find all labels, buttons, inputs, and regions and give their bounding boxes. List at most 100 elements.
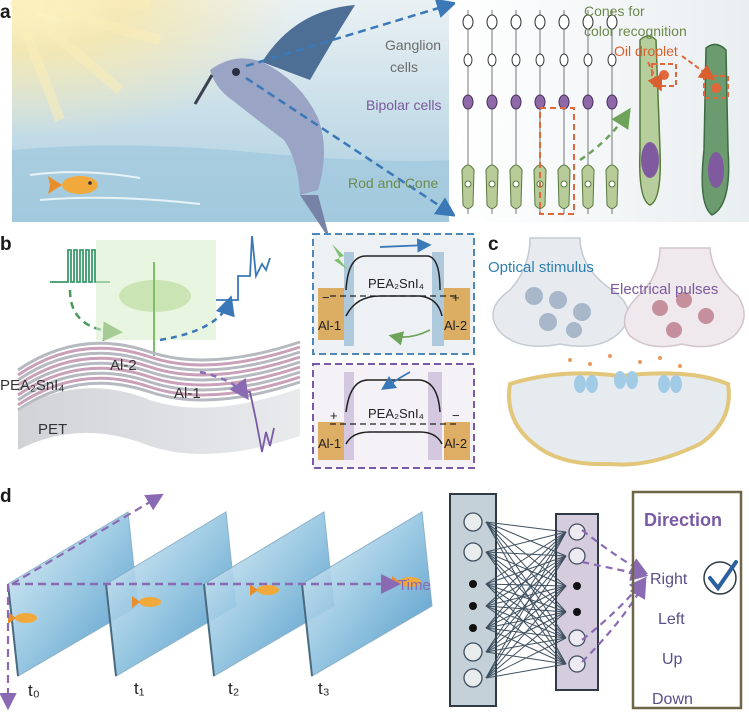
rod-nucleus (560, 180, 568, 188)
connection (485, 551, 567, 665)
device-layer (17, 380, 301, 412)
label-direction: Direction (644, 510, 722, 530)
rod-nucleus (464, 180, 472, 188)
water-ripple (29, 171, 141, 179)
bipolar-cell (510, 94, 522, 110)
connection (485, 611, 567, 629)
ganglion-cell (559, 53, 569, 67)
ganglion-cell (607, 53, 617, 67)
direction-output-box (631, 490, 743, 710)
device-layer (17, 375, 301, 407)
panel-letter-b: b (0, 234, 12, 255)
ganglion-cell (462, 14, 474, 30)
label-cones: Cones for (584, 3, 645, 19)
bipolar-cell (462, 94, 474, 110)
sign-plus: + (330, 408, 338, 423)
label-cones: color recognition (584, 23, 687, 39)
connection (485, 583, 567, 613)
label-t0: t₀ (28, 681, 40, 700)
hidden-neurons (568, 523, 586, 673)
connection (485, 531, 567, 653)
rod-nucleus (608, 180, 616, 188)
ganglion-cell (535, 53, 545, 67)
zoom-arrow (579, 107, 631, 162)
label-bipolar-cells: Bipolar cells (366, 97, 441, 113)
connection (485, 555, 567, 679)
bipolar-cell (606, 94, 618, 110)
device-layer (17, 355, 301, 387)
panel-d: d Time t₀ t₁ t₂ t₃ Direction Right Left … (0, 486, 743, 711)
connection (485, 531, 567, 679)
ganglion-cell (582, 14, 594, 30)
fish-icon (139, 597, 161, 607)
label-left: Left (658, 611, 685, 628)
hole-flow-arrow (388, 329, 431, 346)
connection (485, 531, 567, 629)
connection (485, 611, 567, 679)
ellipsis-dot (573, 582, 581, 590)
electrode-al-1-bottom (318, 422, 344, 460)
panel-letter-d: d (0, 486, 12, 507)
ellipsis-dot (469, 602, 477, 610)
pet-substrate (18, 388, 300, 454)
band-top-right: Al-2 (444, 318, 467, 333)
label-al-1: Al-1 (174, 385, 201, 402)
check-circle-icon (703, 560, 738, 595)
electron-injection-arrow (381, 371, 411, 390)
oil-droplet-arrow (681, 55, 716, 81)
hidden-neuron (568, 547, 586, 565)
retina-background (455, 0, 749, 222)
ganglion-cell (606, 14, 618, 30)
fish-tail (250, 584, 258, 596)
electrode-al-2-top (444, 288, 470, 340)
fish-tail (8, 612, 16, 624)
bipolar-cell (534, 94, 546, 110)
ganglion-cell (511, 53, 521, 67)
ganglion-cell (583, 53, 593, 67)
neurotransmitters (568, 354, 682, 368)
ellipsis-dot (469, 624, 477, 632)
network-connections (485, 521, 567, 679)
input-neuron (463, 542, 483, 562)
hidden-neuron (568, 655, 586, 673)
oil-droplet-marker (659, 70, 669, 80)
connection (485, 627, 567, 665)
band-bottom-left: Al-1 (318, 436, 341, 451)
device-layer (17, 350, 301, 382)
connection (485, 585, 567, 653)
diagonal-axis-arrow (11, 493, 164, 585)
connection (485, 663, 567, 679)
valence-band-bottom (345, 431, 443, 445)
rod-nucleus (488, 180, 496, 188)
output-arrows (581, 529, 649, 663)
sign-plus: + (452, 290, 460, 305)
panel-letter-a: a (0, 2, 11, 23)
hidden-neuron (568, 629, 586, 647)
sun-icon (9, 0, 162, 122)
device-layer (17, 340, 301, 372)
frame-edge (105, 583, 117, 677)
ganglion-cell (558, 14, 570, 30)
input-neuron (463, 668, 483, 688)
device-layer (17, 345, 301, 377)
fish-tail (132, 596, 140, 608)
vesicles-optical (525, 287, 591, 338)
connection (485, 555, 567, 607)
band-top-left: Al-1 (318, 318, 341, 333)
fish-icon (15, 613, 37, 623)
barrier-top (432, 252, 444, 346)
connection (485, 531, 567, 553)
panel-letter-c: c (488, 234, 499, 255)
electrode-al-2-bottom (444, 422, 470, 460)
signal-arrow-blue (159, 295, 235, 342)
input-neuron (463, 512, 483, 532)
connection (485, 531, 567, 585)
eye-to-retina-arrow (245, 0, 457, 68)
label-t2: t₂ (228, 679, 239, 698)
fish-icon (257, 585, 279, 595)
label-pet: PET (38, 421, 67, 438)
label-down: Down (652, 691, 693, 708)
panel-b: b PEA₂SnI₄ Al-2 Al-1 PET PEA₂SnI₄ Al-1 A (0, 233, 475, 469)
connection (485, 637, 567, 679)
signal-arrow-purple (199, 370, 249, 401)
